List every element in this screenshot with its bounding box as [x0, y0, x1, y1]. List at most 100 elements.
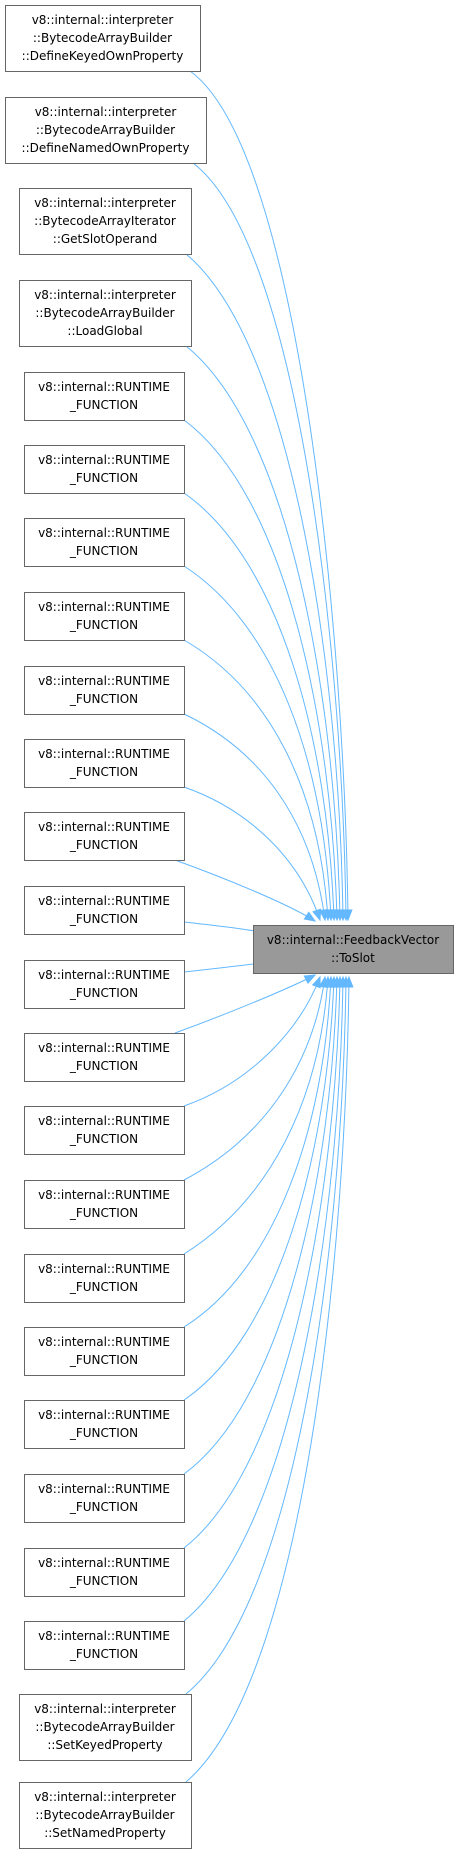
caller-node-9-label-line-0: v8::internal::RUNTIME: [38, 747, 170, 761]
caller-node-11-label-line-1: _FUNCTION: [69, 912, 138, 926]
caller-node-6-label-line-1: _FUNCTION: [69, 544, 138, 558]
call-edge-13: [174, 974, 316, 1034]
call-edge-19: [183, 976, 338, 1475]
call-edge-2: [185, 253, 344, 921]
caller-node-22-label-line-1: ::BytecodeArrayBuilder: [35, 1720, 174, 1734]
caller-node-0-label-line-2: ::DefineKeyedOwnProperty: [22, 49, 184, 63]
caller-node-14-box: [24, 1106, 185, 1155]
caller-node-0-label-line-1: ::BytecodeArrayBuilder: [33, 31, 172, 45]
caller-node-2-label-line-1: ::BytecodeArrayIterator: [34, 214, 176, 228]
caller-node-20-label-line-0: v8::internal::RUNTIME: [38, 1556, 170, 1570]
caller-node-10[interactable]: v8::internal::RUNTIME_FUNCTION: [24, 812, 185, 861]
caller-node-0-box: [5, 5, 201, 72]
caller-node-23[interactable]: v8::internal::interpreter::BytecodeArray…: [19, 1782, 192, 1849]
caller-node-13[interactable]: v8::internal::RUNTIME_FUNCTION: [24, 1033, 185, 1082]
call-edge-17: [183, 976, 332, 1328]
caller-node-1-label-line-1: ::BytecodeArrayBuilder: [36, 123, 175, 137]
caller-node-3-label-line-0: v8::internal::interpreter: [34, 288, 176, 302]
caller-node-9[interactable]: v8::internal::RUNTIME_FUNCTION: [24, 739, 185, 788]
caller-node-6[interactable]: v8::internal::RUNTIME_FUNCTION: [24, 518, 185, 567]
edge-arrowhead-14: [311, 975, 321, 989]
caller-node-23-box: [19, 1782, 192, 1849]
caller-node-16-box: [24, 1254, 185, 1303]
caller-node-11-label-line-0: v8::internal::RUNTIME: [38, 894, 170, 908]
call-edge-1: [192, 162, 347, 921]
caller-node-16[interactable]: v8::internal::RUNTIME_FUNCTION: [24, 1254, 185, 1303]
caller-node-2[interactable]: v8::internal::interpreter::BytecodeArray…: [19, 188, 192, 255]
caller-node-8[interactable]: v8::internal::RUNTIME_FUNCTION: [24, 666, 185, 715]
caller-node-20[interactable]: v8::internal::RUNTIME_FUNCTION: [24, 1548, 185, 1597]
call-edge-9: [183, 786, 321, 921]
call-edge-4: [183, 419, 338, 921]
caller-node-22[interactable]: v8::internal::interpreter::BytecodeArray…: [19, 1694, 192, 1761]
caller-node-9-label-line-1: _FUNCTION: [69, 765, 138, 779]
caller-node-17-box: [24, 1327, 185, 1376]
caller-node-15-box: [24, 1180, 185, 1229]
caller-node-10-box: [24, 812, 185, 861]
caller-node-12-label-line-1: _FUNCTION: [69, 986, 138, 1000]
caller-node-4[interactable]: v8::internal::RUNTIME_FUNCTION: [24, 372, 185, 421]
caller-node-2-label-line-2: ::GetSlotOperand: [53, 232, 157, 246]
caller-node-23-label-line-1: ::BytecodeArrayBuilder: [35, 1808, 174, 1822]
caller-node-18-label-line-1: _FUNCTION: [69, 1426, 138, 1440]
caller-node-14[interactable]: v8::internal::RUNTIME_FUNCTION: [24, 1106, 185, 1155]
call-edge-22: [185, 976, 347, 1695]
caller-node-21-box: [24, 1621, 185, 1670]
caller-node-3[interactable]: v8::internal::interpreter::BytecodeArray…: [19, 280, 192, 347]
call-edge-16: [183, 976, 329, 1255]
call-edge-21: [183, 976, 344, 1622]
nodes-layer: v8::internal::interpreter::BytecodeArray…: [5, 5, 454, 1849]
caller-node-15-label-line-1: _FUNCTION: [69, 1206, 138, 1220]
caller-node-4-label-line-0: v8::internal::RUNTIME: [38, 380, 170, 394]
caller-node-11[interactable]: v8::internal::RUNTIME_FUNCTION: [24, 886, 185, 935]
edge-arrowhead-9: [312, 908, 322, 922]
caller-node-23-label-line-0: v8::internal::interpreter: [34, 1790, 176, 1804]
caller-node-13-label-line-0: v8::internal::RUNTIME: [38, 1041, 170, 1055]
caller-node-13-label-line-1: _FUNCTION: [69, 1059, 138, 1073]
caller-node-22-label-line-0: v8::internal::interpreter: [34, 1702, 176, 1716]
caller-node-12[interactable]: v8::internal::RUNTIME_FUNCTION: [24, 960, 185, 1009]
caller-node-12-label-line-0: v8::internal::RUNTIME: [38, 968, 170, 982]
edge-arrowhead-8: [318, 908, 329, 922]
caller-node-3-label-line-2: ::LoadGlobal: [67, 324, 142, 338]
caller-node-6-label-line-0: v8::internal::RUNTIME: [38, 526, 170, 540]
caller-node-1-label-line-2: ::DefineNamedOwnProperty: [22, 141, 190, 155]
caller-node-15-label-line-0: v8::internal::RUNTIME: [38, 1188, 170, 1202]
caller-node-15[interactable]: v8::internal::RUNTIME_FUNCTION: [24, 1180, 185, 1229]
caller-node-3-box: [19, 280, 192, 347]
caller-node-1-label-line-0: v8::internal::interpreter: [35, 105, 177, 119]
caller-node-20-box: [24, 1548, 185, 1597]
caller-node-19-label-line-0: v8::internal::RUNTIME: [38, 1482, 170, 1496]
target-node-feedbackvector-toslot[interactable]: v8::internal::FeedbackVector::ToSlot: [253, 925, 454, 974]
edge-arrowhead-13: [303, 974, 317, 985]
caller-node-16-label-line-1: _FUNCTION: [69, 1280, 138, 1294]
call-edge-14: [183, 976, 321, 1107]
caller-node-5[interactable]: v8::internal::RUNTIME_FUNCTION: [24, 445, 185, 494]
caller-node-17[interactable]: v8::internal::RUNTIME_FUNCTION: [24, 1327, 185, 1376]
caller-node-10-label-line-1: _FUNCTION: [69, 838, 138, 852]
caller-node-7-label-line-1: _FUNCTION: [69, 618, 138, 632]
caller-node-18-box: [24, 1400, 185, 1449]
call-edge-5: [183, 492, 335, 921]
caller-node-3-label-line-1: ::BytecodeArrayBuilder: [35, 306, 174, 320]
caller-node-21[interactable]: v8::internal::RUNTIME_FUNCTION: [24, 1621, 185, 1670]
caller-node-4-box: [24, 372, 185, 421]
caller-node-5-box: [24, 445, 185, 494]
caller-node-18[interactable]: v8::internal::RUNTIME_FUNCTION: [24, 1400, 185, 1449]
edges-layer: [174, 70, 354, 1783]
caller-node-22-box: [19, 1694, 192, 1761]
caller-node-7[interactable]: v8::internal::RUNTIME_FUNCTION: [24, 592, 185, 641]
caller-node-5-label-line-0: v8::internal::RUNTIME: [38, 453, 170, 467]
caller-node-4-label-line-1: _FUNCTION: [69, 398, 138, 412]
target-node-feedbackvector-toslot-label-line-1: ::ToSlot: [331, 951, 375, 965]
caller-node-19[interactable]: v8::internal::RUNTIME_FUNCTION: [24, 1474, 185, 1523]
caller-node-8-label-line-0: v8::internal::RUNTIME: [38, 674, 170, 688]
caller-node-0[interactable]: v8::internal::interpreter::BytecodeArray…: [5, 5, 201, 72]
caller-node-1[interactable]: v8::internal::interpreter::BytecodeArray…: [5, 97, 207, 164]
target-node-feedbackvector-toslot-label-line-0: v8::internal::FeedbackVector: [267, 933, 439, 947]
call-edge-0: [189, 70, 349, 921]
caller-node-17-label-line-1: _FUNCTION: [69, 1353, 138, 1367]
caller-node-14-label-line-1: _FUNCTION: [69, 1132, 138, 1146]
caller-node-21-label-line-1: _FUNCTION: [69, 1647, 138, 1661]
